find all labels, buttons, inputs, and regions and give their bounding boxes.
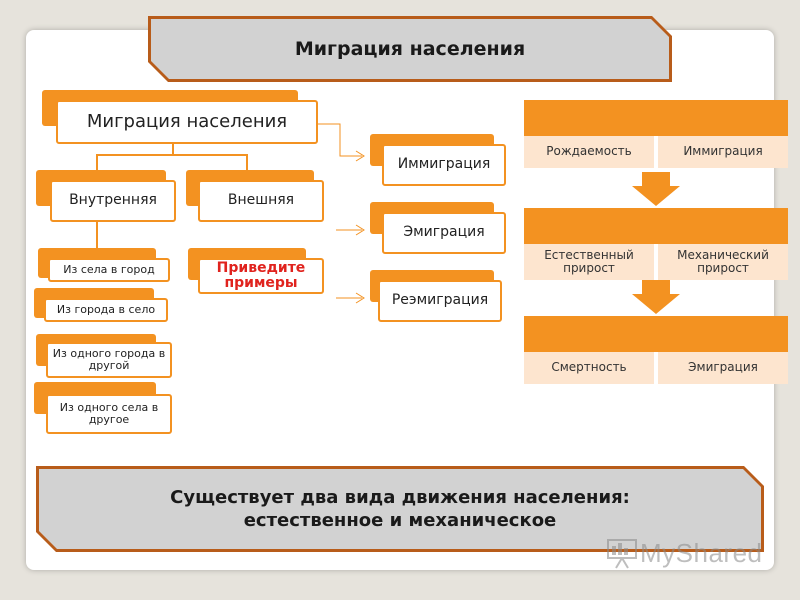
root-node-label: Миграция населения [86, 111, 288, 133]
external-note: Приведите примеры [198, 258, 324, 294]
external-node: Внешняя [198, 180, 324, 222]
type-node-immigration: Иммиграция [382, 144, 506, 186]
down-arrow-icon [632, 172, 680, 206]
panel-cell-right: Иммиграция [658, 136, 788, 168]
header-banner: Миграция населения [148, 16, 672, 82]
type-node-label: Иммиграция [397, 156, 491, 173]
connector [96, 222, 98, 250]
connector-arrow [336, 224, 365, 236]
type-node-reemigration: Реэмиграция [378, 280, 502, 322]
panel-cell-left: Естественный прирост [524, 244, 654, 280]
type-node-label: Эмиграция [403, 224, 485, 241]
panel-top: Рождаемость Иммиграция [524, 100, 788, 170]
connector [246, 154, 248, 170]
footer-banner: Существует два вида движения населения: … [36, 466, 764, 552]
footer-line-1: Существует два вида движения населения: [170, 486, 630, 508]
internal-item: Из города в село [44, 298, 168, 322]
panel-middle: Естественный прирост Механический прирос… [524, 208, 788, 280]
type-node-emigration: Эмиграция [382, 212, 506, 254]
panel-bottom: Смертность Эмиграция [524, 316, 788, 384]
external-node-label: Внешняя [227, 192, 295, 209]
internal-node-label: Внутренняя [69, 192, 157, 209]
down-arrow-icon [632, 280, 680, 314]
internal-node: Внутренняя [50, 180, 176, 222]
connector [96, 154, 248, 156]
internal-item: Из села в город [48, 258, 170, 282]
internal-item: Из одного села в другое [46, 394, 172, 434]
type-node-label: Реэмиграция [391, 292, 489, 309]
header-title: Миграция населения [294, 38, 526, 60]
presentation-board-icon [607, 539, 637, 569]
panel-cell-right: Механический прирост [658, 244, 788, 280]
panel-cell-left: Смертность [524, 352, 654, 384]
root-node: Миграция населения [56, 100, 318, 144]
watermark-text: MyShared [640, 537, 763, 568]
connector-arrow [318, 123, 365, 162]
external-note-label: Приведите примеры [216, 259, 306, 291]
connector-arrow [336, 292, 365, 304]
internal-item-label: Из села в город [63, 262, 155, 276]
watermark-logo: MyShared [606, 536, 763, 570]
panel-cell-left: Рождаемость [524, 136, 654, 168]
connector [96, 154, 98, 170]
internal-item-label: Из одного села в другое [59, 400, 159, 426]
connector [172, 144, 174, 154]
internal-item: Из одного города в другой [46, 342, 172, 378]
panel-cell-right: Эмиграция [658, 352, 788, 384]
internal-item-label: Из одного города в другой [52, 346, 166, 372]
footer-line-2: естественное и механическое [243, 510, 557, 531]
internal-item-label: Из города в село [56, 302, 156, 316]
